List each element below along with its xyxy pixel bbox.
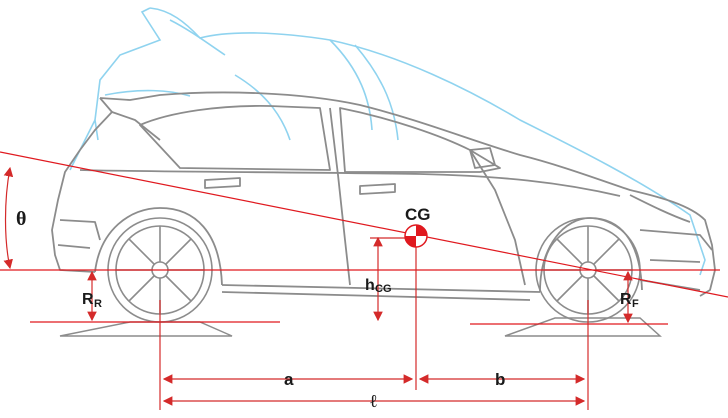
cg-label: CG: [405, 205, 431, 224]
wheelbase-label: ℓ: [370, 391, 377, 411]
r-rear-label-sub: R: [94, 298, 102, 310]
a-label: a: [284, 370, 294, 389]
theta-label: θ: [16, 208, 26, 230]
dimension-lines: [3, 166, 633, 410]
car-body-outline: [51, 91, 716, 301]
tilted-car-ghost-outline: [69, 7, 706, 276]
cg-marker: [404, 224, 428, 248]
tilted-axle-line: [0, 151, 728, 298]
r-rear-label-main: R: [82, 291, 94, 308]
b-label: b: [495, 370, 505, 389]
h-cg-label-sub: CG: [375, 283, 392, 295]
theta-arc: [3, 166, 14, 270]
h-cg-label-main: h: [365, 277, 375, 294]
reference-lines: [0, 151, 728, 325]
r-front-label-main: R: [620, 291, 632, 308]
r-front-label-sub: F: [632, 298, 639, 310]
